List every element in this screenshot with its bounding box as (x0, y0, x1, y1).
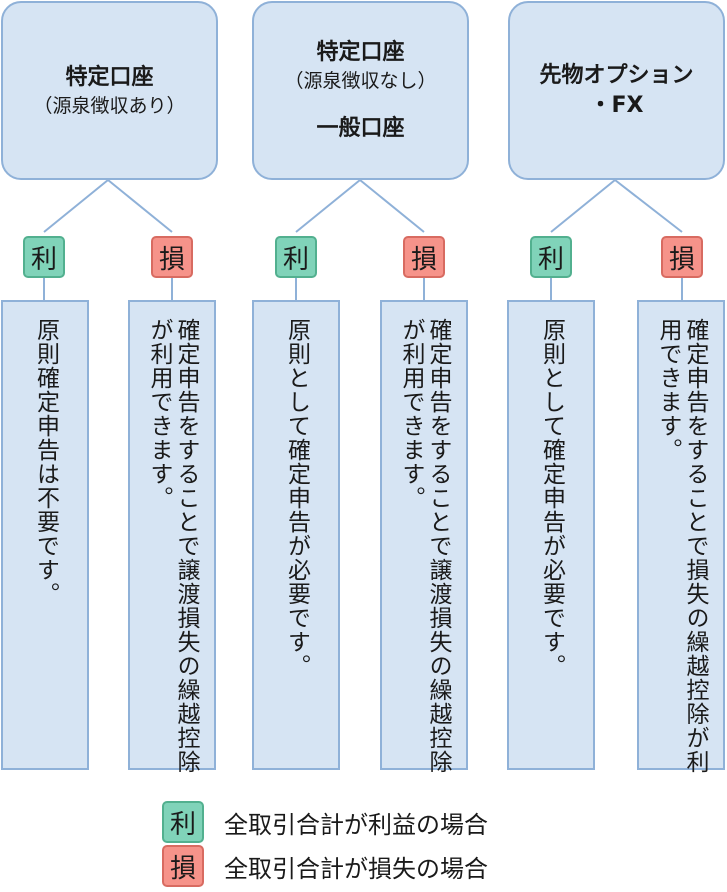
profit-badge: 利 (23, 236, 65, 278)
legend-profit: 利 全取引合計が利益の場合 (162, 801, 488, 843)
legend-loss-text: 全取引合計が損失の場合 (224, 854, 488, 883)
column-text: 確定申告をすることで譲渡損失の繰越控除が利用できます。 (146, 318, 199, 774)
header-title: 特定口座 (65, 64, 154, 90)
column-loss-no-withholding: 確定申告をすることで譲渡損失の繰越控除が利用できます。 (380, 300, 468, 774)
column-loss-futures: 確定申告をすることで損失の繰越控除が利用できます。 (637, 300, 725, 774)
loss-badge: 損 (661, 236, 703, 278)
loss-badge: 損 (151, 236, 193, 278)
column-loss-withholding: 確定申告をすることで譲渡損失の繰越控除が利用できます。 (128, 300, 216, 774)
profit-badge: 利 (275, 236, 317, 278)
header-title-general-account: 一般口座 (316, 115, 405, 141)
header-title-line2: ・FX (589, 92, 644, 118)
loss-badge: 損 (403, 236, 445, 278)
legend-profit-text: 全取引合計が利益の場合 (224, 810, 488, 839)
legend-loss-badge: 損 (162, 845, 204, 887)
header-futures-options-fx: 先物オプション ・FX (508, 1, 725, 180)
legend-loss: 損 全取引合計が損失の場合 (162, 845, 488, 887)
header-subtitle: （源泉徴収あり） (33, 94, 186, 117)
header-title: 先物オプション (539, 62, 694, 88)
column-profit-futures: 原則として確定申告が必要です。 (507, 300, 595, 770)
profit-badge: 利 (530, 236, 572, 278)
column-text: 確定申告をすることで損失の繰越控除が利用できます。 (655, 318, 708, 774)
column-profit-withholding: 原則確定申告は不要です。 (1, 300, 89, 770)
header-tokutei-no-withholding-general: 特定口座 （源泉徴収なし） 一般口座 (252, 1, 469, 180)
column-text: 原則として確定申告が必要です。 (283, 318, 310, 678)
column-text: 確定申告をすることで譲渡損失の繰越控除が利用できます。 (398, 318, 451, 774)
column-text: 原則として確定申告が必要です。 (538, 318, 565, 678)
header-title: 特定口座 (316, 39, 405, 65)
header-subtitle: （源泉徴収なし） (284, 69, 437, 92)
column-text: 原則確定申告は不要です。 (32, 318, 59, 606)
header-tokutei-withholding: 特定口座 （源泉徴収あり） (1, 1, 218, 180)
column-profit-no-withholding: 原則として確定申告が必要です。 (252, 300, 340, 770)
legend-profit-badge: 利 (162, 801, 204, 843)
